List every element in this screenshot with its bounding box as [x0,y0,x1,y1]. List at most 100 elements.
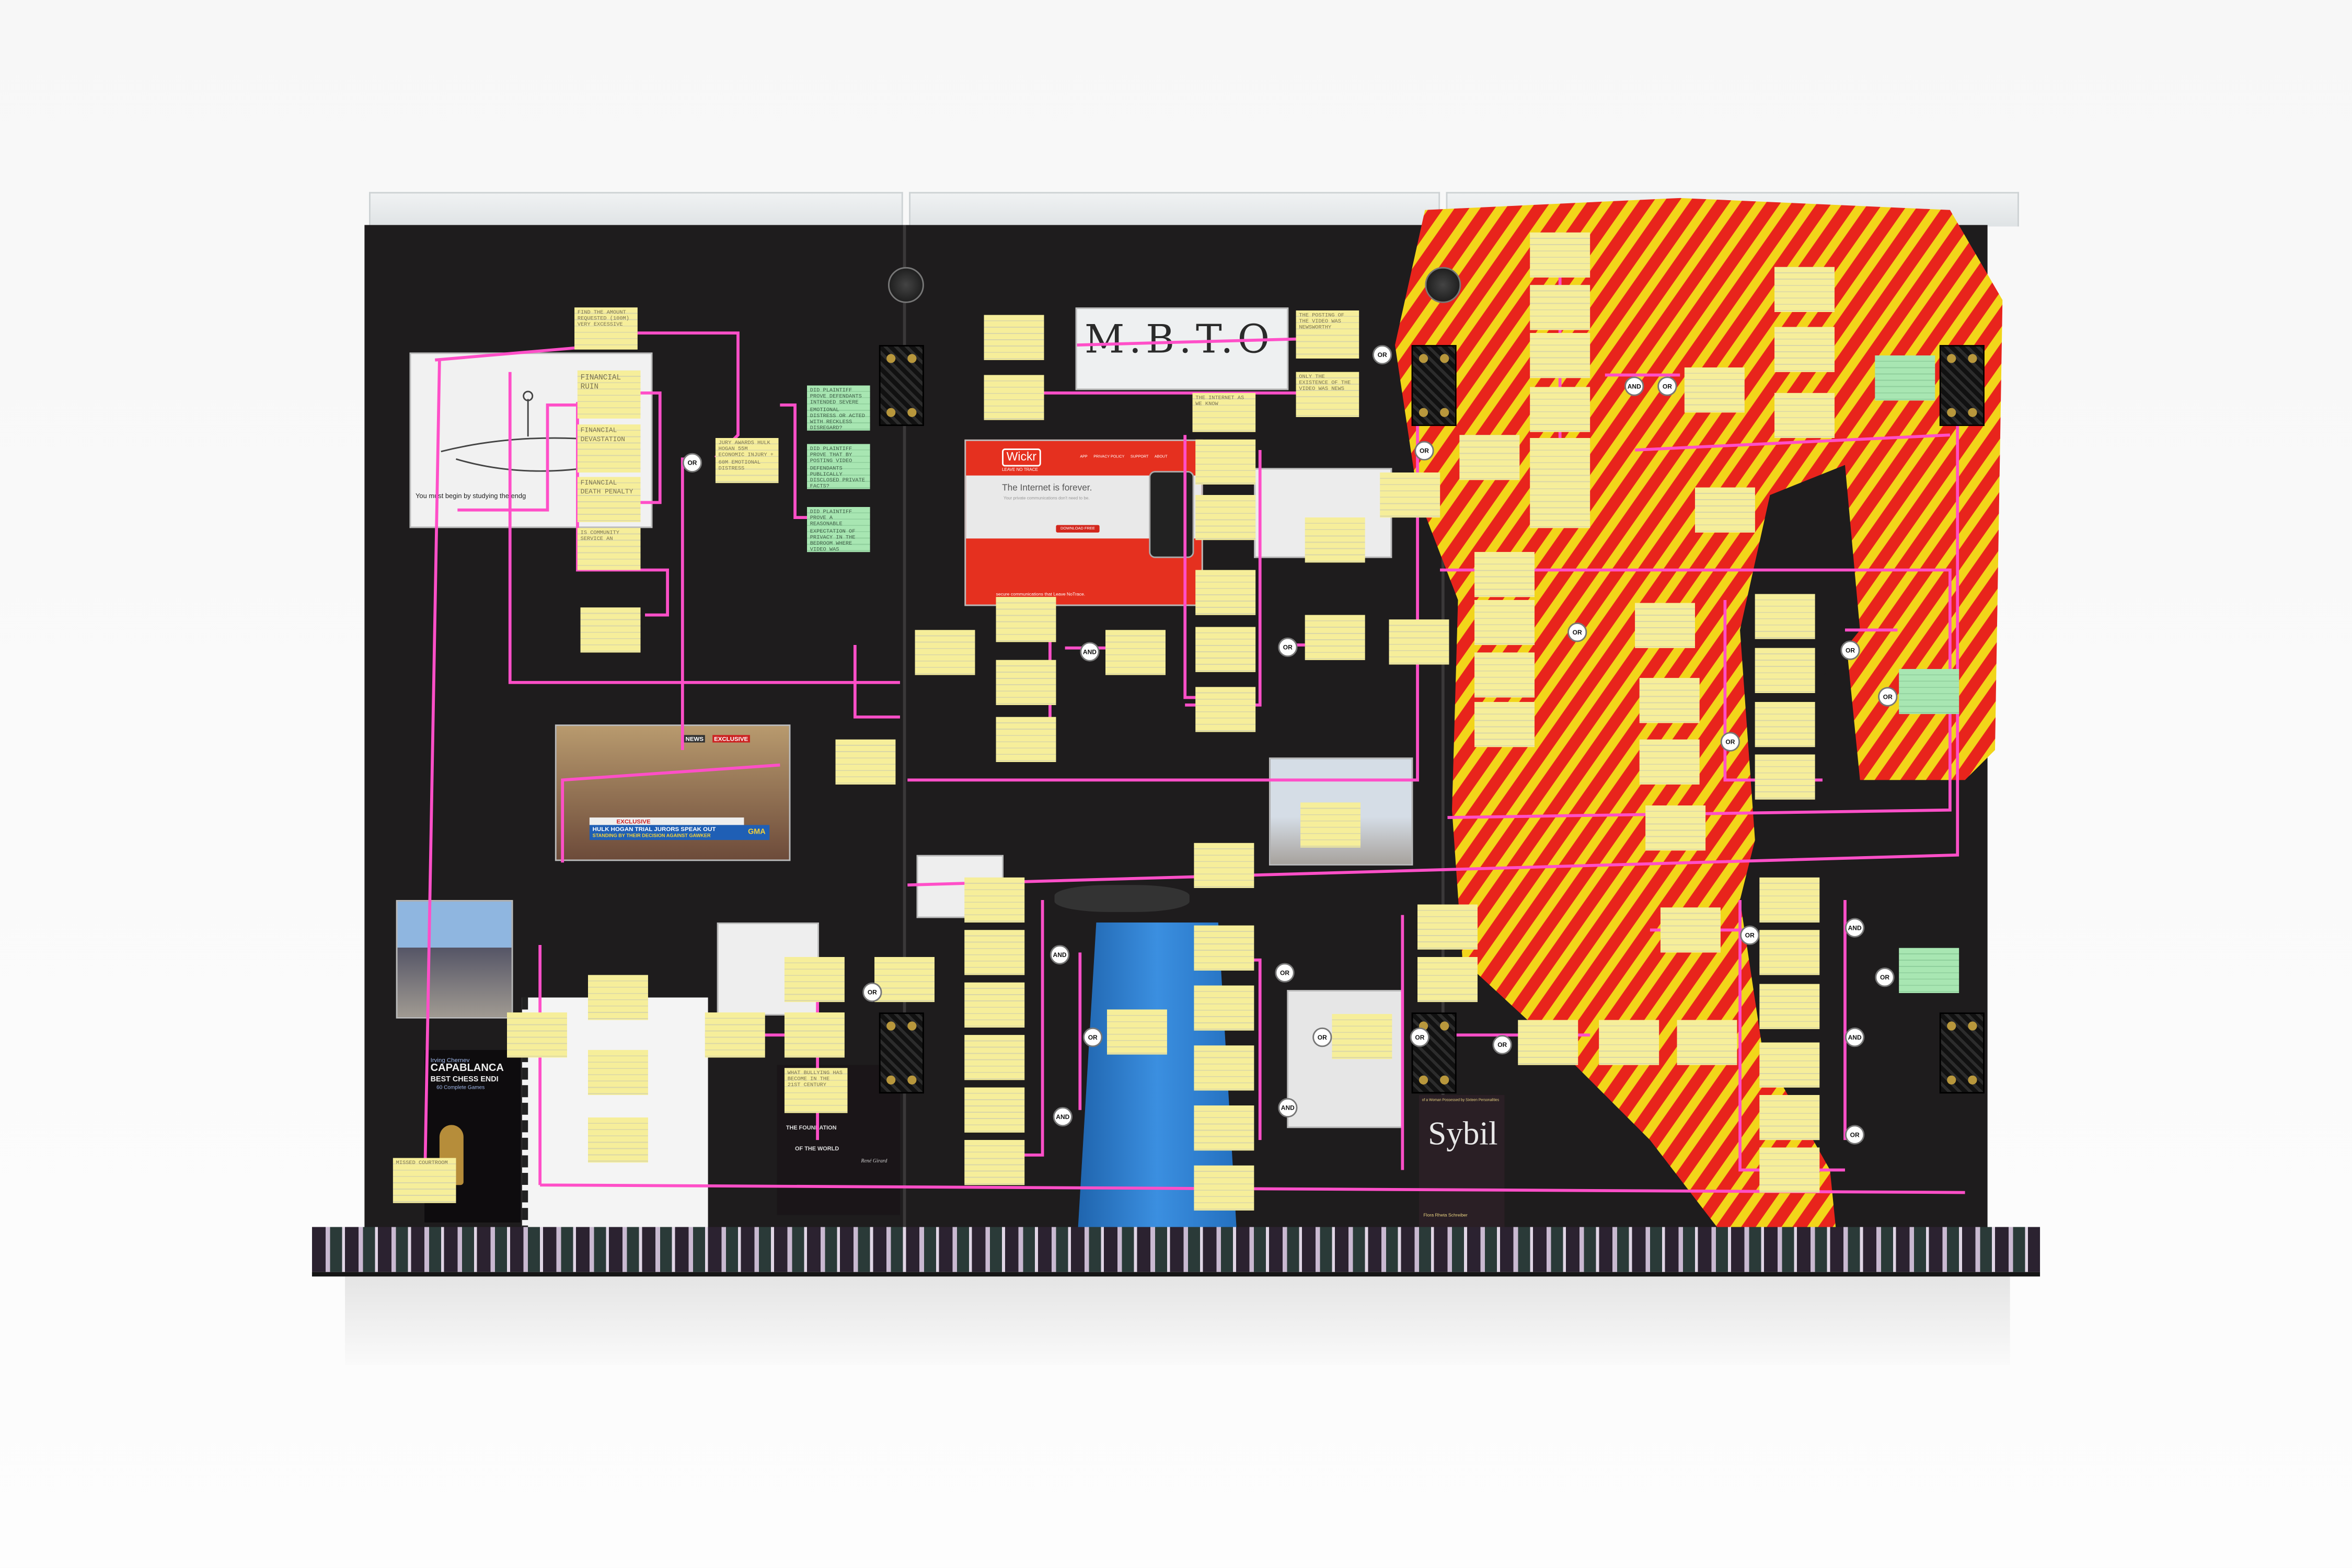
sticky-note [964,1035,1025,1080]
sticky-note-green: Did plaintiff prove a reasonable expecta… [807,507,870,552]
sticky-note [1530,387,1590,432]
mount-bracket [1411,345,1457,426]
sticky-note [1660,907,1721,953]
sticky-note [1530,483,1590,528]
news-headline: HULK HOGAN TRIAL JURORS SPEAK OUT [592,825,716,833]
sticky-note [984,375,1044,420]
sticky-note [1195,570,1256,615]
sticky-note [915,630,975,675]
sticky-note [1530,232,1590,278]
banner-label: EXCLUSIVE [589,817,744,825]
download-button-print: DOWNLOAD FREE [1056,525,1100,533]
sticky-note [874,956,935,1002]
sticky-note [984,315,1044,360]
sticky-note [1195,627,1256,672]
and-connector: AND [1844,1027,1865,1047]
crowd-photo [396,900,513,1019]
mount-bracket [1411,1012,1457,1094]
sticky-note [1195,687,1256,732]
mbto-sign: M.B.T.O [1075,307,1289,390]
sticky-note [1530,285,1590,330]
wickr-logo: Wickr [1002,448,1041,467]
sticky-note [1759,877,1820,923]
sticky-note: Missed courtroom [393,1158,456,1203]
sybil-author: Flora Rheta Schreiber [1423,1212,1468,1218]
sticky-note [1105,630,1166,675]
sticky-note [964,877,1025,923]
foundation-title2: OF THE WORLD [795,1146,839,1152]
sticky-note [580,607,641,653]
sticky-note [1518,1020,1578,1065]
sticky-note: What bullying has become in the 21st cen… [784,1068,848,1113]
nav-privacy: PRIVACY POLICY [1093,454,1125,459]
chess-book-title2: BEST CHESS ENDI [430,1075,499,1085]
or-connector: OR [1492,1035,1512,1055]
and-connector: AND [1844,918,1865,938]
news-network-label: NEWS [684,735,705,743]
sticky-note [996,660,1056,705]
or-connector: OR [1083,1027,1103,1047]
sticky-note [1755,648,1815,693]
sticky-note [1194,1105,1254,1151]
sticky-note: Financial devastation [577,424,641,473]
mount-bracket [879,1012,924,1094]
sticky-note [1755,754,1815,800]
wickr-tagline: LEAVE NO TRACE [1002,466,1038,473]
mount-bracket [1939,1012,1985,1094]
sticky-note [705,1012,765,1058]
or-connector: OR [1414,441,1434,461]
chess-book-subtitle: 60 Complete Games [436,1084,485,1091]
sticky-note [1417,956,1478,1002]
sticky-note [1774,393,1835,439]
and-connector: AND [1624,376,1644,396]
acrylic-cover-left [368,192,903,227]
sticky-note [964,930,1025,975]
sticky-note [1300,802,1361,848]
and-connector: AND [1278,1098,1298,1118]
sticky-note [1459,435,1520,480]
sculpture-object [1054,885,1190,912]
sticky-note [784,956,845,1002]
sticky-note [1194,1045,1254,1091]
sticky-note-green: Did plaintiff prove that by posting vide… [807,444,870,489]
sticky-note: The internet as we know [1192,393,1256,432]
sticky-note [1759,1042,1820,1088]
sticky-note [1106,1009,1167,1055]
sticky-note [1645,805,1706,851]
sticky-note [1635,603,1695,648]
foundation-title: THE FOUNDATION [786,1125,837,1131]
sticky-note [1417,904,1478,950]
or-connector: OR [1844,1125,1865,1145]
sybil-book: of a Woman Possessed by Sixteen Personal… [1419,1095,1505,1230]
sticky-note [588,1050,648,1096]
sticky-note [964,1140,1025,1185]
sticky-note [1194,1165,1254,1211]
gma-logo: GMA [744,825,770,840]
wickr-footer: secure communications that Leave NoTrace… [996,591,1086,597]
sticky-note [1194,925,1254,971]
sticky-note-green [1899,668,1959,714]
chess-book-title: CAPABLANCA [430,1063,504,1074]
sticky-note [996,597,1056,642]
and-connector: AND [1050,945,1070,965]
suction-knob [1425,267,1461,303]
sticky-note [1759,984,1820,1029]
sticky-note [1759,930,1820,975]
sticky-note [1694,487,1755,533]
sticky-note [1305,517,1365,563]
exclusive-badge: EXCLUSIVE [712,735,750,743]
and-connector: AND [1053,1106,1073,1127]
or-connector: OR [1278,637,1298,658]
nav-about: ABOUT [1154,454,1168,459]
mount-bracket [1939,345,1985,426]
or-connector: OR [1720,732,1740,752]
sticky-note [1474,702,1535,747]
sticky-note-green [1899,948,1959,993]
sticky-note [1759,1147,1820,1193]
sticky-note [1639,678,1700,723]
or-connector: OR [862,982,882,1002]
sticky-note [1774,267,1835,312]
